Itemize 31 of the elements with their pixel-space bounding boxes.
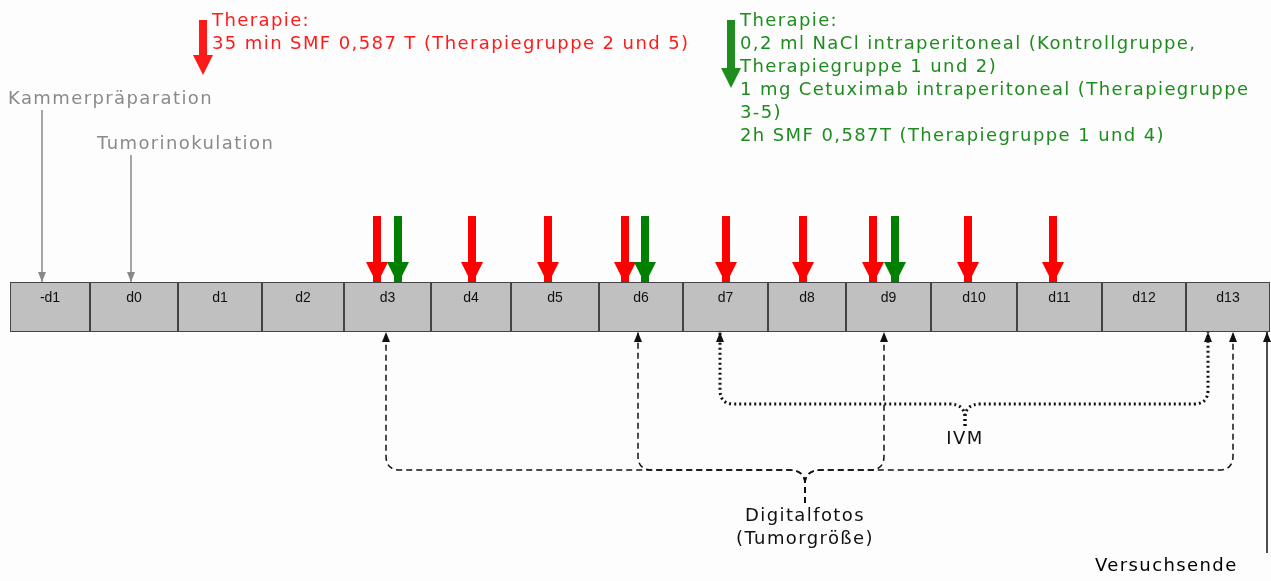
day-cell: d3 bbox=[344, 282, 431, 332]
day-cell: d11 bbox=[1017, 282, 1102, 332]
arrow bbox=[1263, 331, 1271, 554]
note-text: 0,2 ml NaCl intraperitoneal (Kontrollgruppe, Therapiegruppe 1 und 2) bbox=[740, 31, 1198, 77]
note-text: 2h SMF 0,587T (Therapiegruppe 1 und 4) bbox=[740, 123, 1166, 146]
day-cell: d1 bbox=[178, 282, 262, 332]
day-cell: d10 bbox=[931, 282, 1017, 332]
measurement-label: IVM bbox=[925, 426, 1005, 450]
note-text: 35 min SMF 0,587 T (Therapiegruppe 2 und 5) bbox=[212, 31, 691, 54]
day-cell: d6 bbox=[599, 282, 683, 332]
measurement-label: Digitalfotos (Tumorgröße) bbox=[720, 503, 890, 551]
event-label: Tumorinokulation bbox=[97, 131, 297, 155]
bracket-arrow bbox=[963, 332, 1212, 426]
arrow bbox=[38, 109, 46, 283]
day-cell: -d1 bbox=[10, 282, 90, 332]
day-cell: d7 bbox=[683, 282, 768, 332]
day-cell: d12 bbox=[1102, 282, 1186, 332]
end-label: Versuchsende bbox=[1095, 553, 1268, 577]
arrow bbox=[127, 154, 135, 283]
event-label: Kammerpräparation bbox=[8, 86, 228, 110]
day-cell: d0 bbox=[90, 282, 178, 332]
day-cell: d2 bbox=[262, 282, 344, 332]
day-cell: d13 bbox=[1186, 282, 1270, 332]
day-cell: d8 bbox=[768, 282, 846, 332]
bracket-arrow bbox=[804, 331, 1237, 504]
note-heading: Therapie: bbox=[740, 8, 840, 31]
note-text: 1 mg Cetuximab intraperitoneal (Therapiegruppe 3-5) bbox=[740, 77, 1251, 123]
note-heading: Therapie: bbox=[212, 8, 312, 31]
day-cell: d4 bbox=[431, 282, 511, 332]
day-cell: d9 bbox=[846, 282, 931, 332]
day-cell: d5 bbox=[511, 282, 599, 332]
